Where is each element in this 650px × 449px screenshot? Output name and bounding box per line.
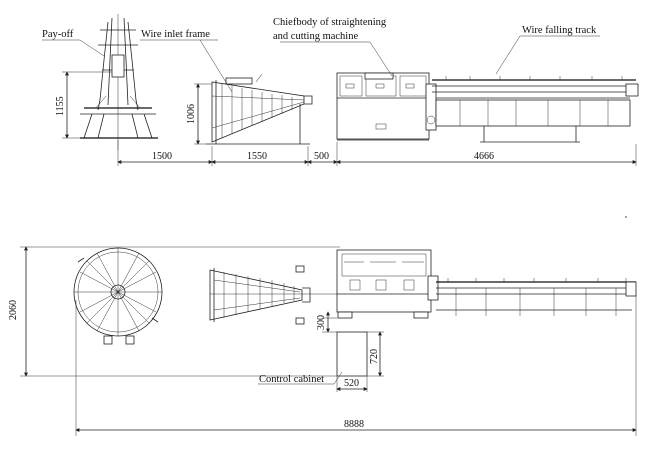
payoff-plan (73, 247, 163, 345)
dim-1550: 1550 (247, 151, 267, 162)
dim-1155: 1155 (55, 96, 66, 116)
dim-2060: 2060 (8, 300, 19, 320)
wire-inlet-frame-label: Wire inlet frame (141, 29, 210, 40)
chiefbody-plan (336, 249, 439, 319)
dim-8888: 8888 (344, 419, 364, 430)
dim-1500: 1500 (152, 151, 172, 162)
elevation-view: Pay-off Wire inlet frame Chiefbody of st… (42, 14, 639, 166)
leaders-top (42, 35, 600, 93)
chiefbody-elevation (336, 72, 437, 141)
chiefbody-label-line2: and cutting machine (273, 31, 358, 42)
wire-inlet-frame-plan (209, 265, 337, 325)
wire-falling-track-label: Wire falling track (522, 25, 597, 36)
dim-520: 520 (344, 378, 359, 389)
speck (625, 216, 627, 218)
dim-1006: 1006 (186, 104, 197, 124)
payoff-elevation (80, 14, 158, 150)
wire-falling-track-elevation (432, 76, 639, 143)
dim-4666: 4666 (474, 151, 494, 162)
vertical-dims-top (62, 71, 212, 145)
dims-bottom (20, 246, 637, 436)
dim-720: 720 (369, 349, 380, 364)
payoff-label: Pay-off (42, 29, 74, 40)
chiefbody-label-line1: Chiefbody of straightening (273, 17, 387, 28)
horizontal-dims-top (117, 140, 637, 166)
control-cabinet-plan (336, 331, 368, 377)
dim-300: 300 (316, 315, 327, 330)
control-cabinet-label: Control cabinet (259, 374, 324, 385)
wire-falling-track-plan (436, 278, 637, 316)
wire-inlet-frame-elevation (206, 73, 313, 145)
plan-view: 2060 300 720 520 8888 Control cabinet (8, 246, 637, 436)
dim-500: 500 (314, 151, 329, 162)
